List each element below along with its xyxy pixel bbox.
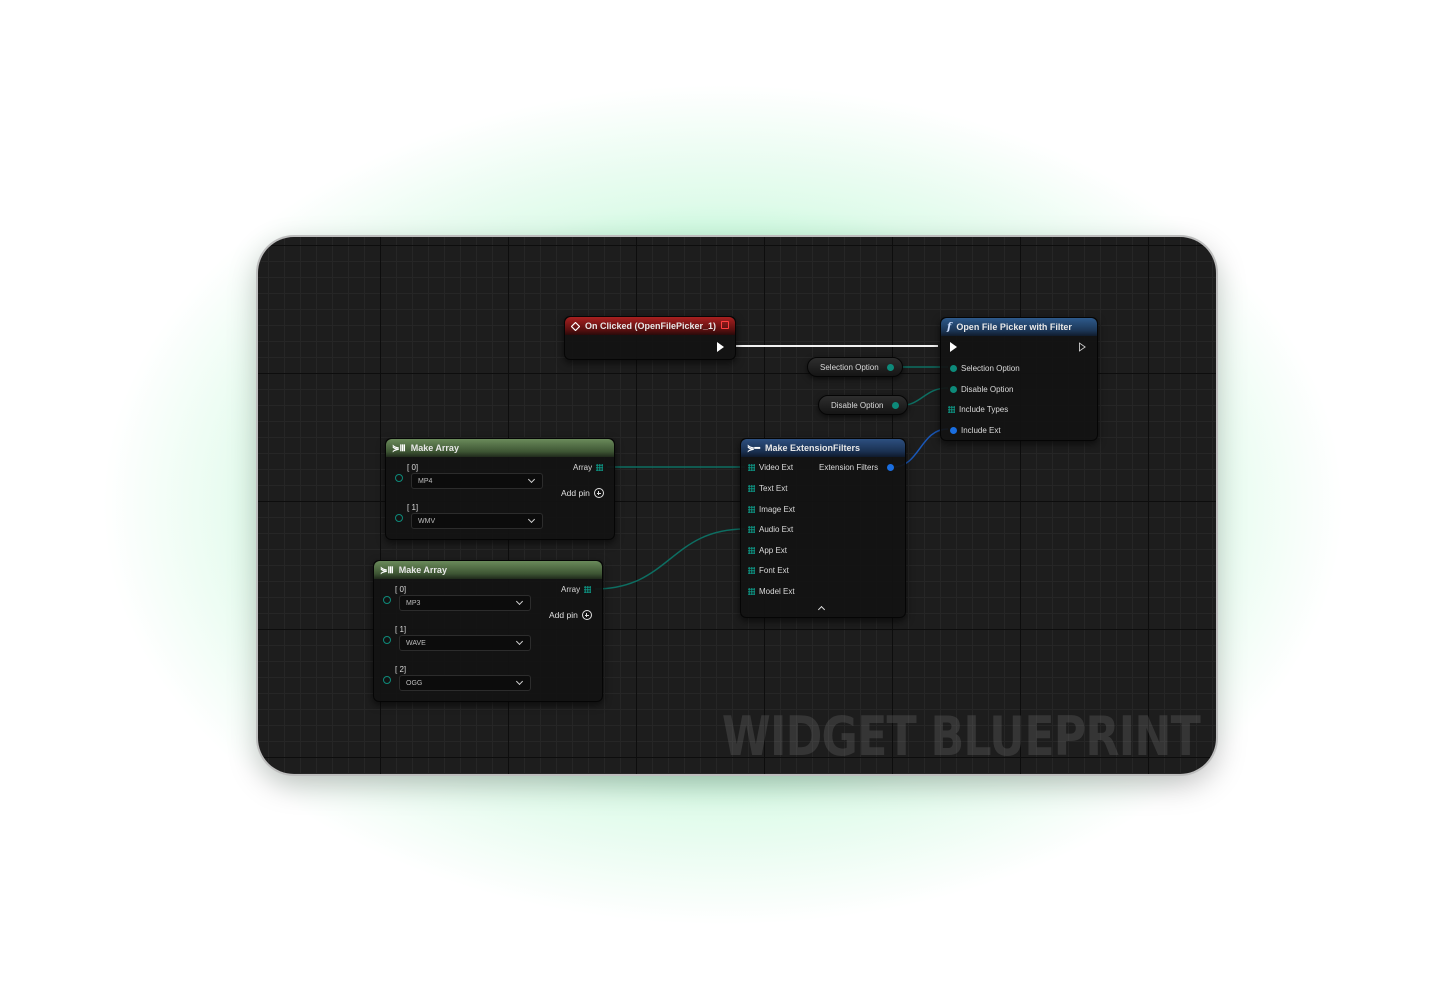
disable-option-in-pin[interactable] bbox=[950, 386, 957, 393]
array-1-index-1: [ 1] bbox=[407, 503, 419, 512]
function-node-title: Open File Picker with Filter bbox=[956, 322, 1072, 332]
array-2-item-2-value: OGG bbox=[406, 679, 423, 687]
font-ext-label: Font Ext bbox=[759, 566, 789, 575]
include-types-pin-label: Include Types bbox=[959, 405, 1009, 414]
on-clicked-event-node[interactable]: On Clicked (OpenFilePicker_1) bbox=[564, 316, 736, 360]
font-ext-in-pin[interactable] bbox=[748, 567, 755, 574]
array-2-item-1-in-pin[interactable] bbox=[383, 636, 391, 644]
audio-ext-label: Audio Ext bbox=[759, 525, 794, 534]
function-node-header[interactable]: f Open File Picker with Filter bbox=[941, 318, 1097, 336]
collapse-chevron-icon[interactable] bbox=[817, 605, 826, 614]
make-array-icon: ⋟Ⅲ bbox=[380, 564, 394, 575]
make-array-node-2[interactable]: ⋟Ⅲ Make Array [ 0] MP3 [ 1] WAVE [ 2] OG… bbox=[373, 560, 603, 702]
app-ext-label: App Ext bbox=[759, 546, 788, 555]
make-array-icon: ⋟Ⅲ bbox=[392, 442, 406, 453]
array-2-out-pin[interactable] bbox=[584, 586, 591, 593]
array-2-item-2-in-pin[interactable] bbox=[383, 676, 391, 684]
chevron-down-icon bbox=[515, 597, 524, 606]
audio-ext-wire bbox=[594, 528, 746, 590]
array-2-item-1-dropdown[interactable]: WAVE bbox=[399, 635, 531, 651]
text-ext-in-pin[interactable] bbox=[748, 485, 755, 492]
include-ext-in-pin[interactable] bbox=[950, 427, 957, 434]
event-diamond-icon bbox=[570, 321, 581, 331]
function-icon: f bbox=[947, 321, 952, 333]
video-ext-in-pin[interactable] bbox=[748, 464, 755, 471]
function-exec-out-pin[interactable] bbox=[1079, 342, 1086, 352]
image-ext-label: Image Ext bbox=[759, 505, 796, 514]
disable-option-var-out-pin[interactable] bbox=[892, 402, 899, 409]
blueprint-graph-canvas[interactable]: On Clicked (OpenFilePicker_1) f Open Fil… bbox=[258, 237, 1216, 774]
array-2-item-2-dropdown[interactable]: OGG bbox=[399, 675, 531, 691]
audio-ext-in-pin[interactable] bbox=[748, 526, 755, 533]
app-ext-in-pin[interactable] bbox=[748, 547, 755, 554]
array-2-index-2: [ 2] bbox=[395, 665, 407, 674]
array-1-item-0-in-pin[interactable] bbox=[395, 474, 403, 482]
extension-filters-out-pin[interactable] bbox=[887, 464, 894, 471]
array-1-item-0-dropdown[interactable]: MP4 bbox=[411, 473, 543, 489]
extension-filters-out-label: Extension Filters bbox=[819, 463, 879, 472]
make-struct-header[interactable]: ⋟━ Make ExtensionFilters bbox=[741, 439, 905, 457]
array-2-index-0: [ 0] bbox=[395, 585, 407, 594]
video-ext-label: Video Ext bbox=[759, 463, 794, 472]
chevron-down-icon bbox=[515, 677, 524, 686]
add-circle-icon bbox=[593, 488, 604, 498]
selection-option-var-out-pin[interactable] bbox=[887, 364, 894, 371]
array-1-item-0-value: MP4 bbox=[418, 477, 433, 485]
array-1-index-0: [ 0] bbox=[407, 463, 419, 472]
array-2-add-pin-button[interactable]: Add pin bbox=[549, 610, 592, 620]
disable-option-variable-label: Disable Option bbox=[831, 400, 884, 410]
selection-option-variable[interactable]: Selection Option bbox=[807, 357, 903, 377]
make-array-1-title: Make Array bbox=[410, 443, 459, 453]
delegate-pin-icon[interactable] bbox=[721, 321, 729, 329]
array-2-item-0-in-pin[interactable] bbox=[383, 596, 391, 604]
array-2-out-label: Array bbox=[561, 585, 581, 594]
array-1-out-label: Array bbox=[573, 463, 593, 472]
array-2-item-1-value: WAVE bbox=[406, 639, 426, 647]
text-ext-label: Text Ext bbox=[759, 484, 788, 493]
model-ext-in-pin[interactable] bbox=[748, 588, 755, 595]
include-types-in-pin[interactable] bbox=[948, 406, 955, 413]
array-1-item-1-value: WMV bbox=[418, 517, 436, 525]
array-1-add-pin-label: Add pin bbox=[561, 488, 590, 498]
event-node-title: On Clicked (OpenFilePicker_1) bbox=[585, 321, 717, 331]
add-circle-icon bbox=[581, 610, 592, 620]
array-2-index-1: [ 1] bbox=[395, 625, 407, 634]
array-1-out-pin[interactable] bbox=[596, 464, 603, 471]
make-array-node-1[interactable]: ⋟Ⅲ Make Array [ 0] MP4 [ 1] WMV Array Ad… bbox=[385, 438, 615, 540]
event-node-header[interactable]: On Clicked (OpenFilePicker_1) bbox=[565, 317, 735, 335]
make-struct-icon: ⋟━ bbox=[747, 442, 760, 453]
array-2-item-0-value: MP3 bbox=[406, 599, 421, 607]
make-array-2-header[interactable]: ⋟Ⅲ Make Array bbox=[374, 561, 602, 579]
image-ext-in-pin[interactable] bbox=[748, 506, 755, 513]
make-array-1-header[interactable]: ⋟Ⅲ Make Array bbox=[386, 439, 614, 457]
make-array-2-title: Make Array bbox=[398, 565, 447, 575]
selection-option-in-pin[interactable] bbox=[950, 365, 957, 372]
event-exec-out-pin[interactable] bbox=[717, 342, 724, 352]
selection-option-variable-label: Selection Option bbox=[820, 362, 879, 372]
array-1-item-1-in-pin[interactable] bbox=[395, 514, 403, 522]
model-ext-label: Model Ext bbox=[759, 587, 795, 596]
function-exec-in-pin[interactable] bbox=[950, 342, 957, 352]
include-ext-pin-label: Include Ext bbox=[961, 426, 1001, 435]
selection-option-pin-label: Selection Option bbox=[961, 364, 1020, 373]
widget-blueprint-watermark: WIDGET BLUEPRINT bbox=[721, 705, 1201, 768]
array-1-add-pin-button[interactable]: Add pin bbox=[561, 488, 604, 498]
array-2-add-pin-label: Add pin bbox=[549, 610, 578, 620]
chevron-down-icon bbox=[515, 637, 524, 646]
make-extension-filters-node[interactable]: ⋟━ Make ExtensionFilters Video Ext Text … bbox=[740, 438, 906, 618]
chevron-down-icon bbox=[527, 515, 536, 524]
disable-option-pin-label: Disable Option bbox=[961, 385, 1014, 394]
disable-option-variable[interactable]: Disable Option bbox=[818, 395, 908, 415]
open-file-picker-node[interactable]: f Open File Picker with Filter Selection… bbox=[940, 317, 1098, 441]
chevron-down-icon bbox=[527, 475, 536, 484]
array-1-item-1-dropdown[interactable]: WMV bbox=[411, 513, 543, 529]
make-struct-title: Make ExtensionFilters bbox=[764, 443, 861, 453]
array-2-item-0-dropdown[interactable]: MP3 bbox=[399, 595, 531, 611]
